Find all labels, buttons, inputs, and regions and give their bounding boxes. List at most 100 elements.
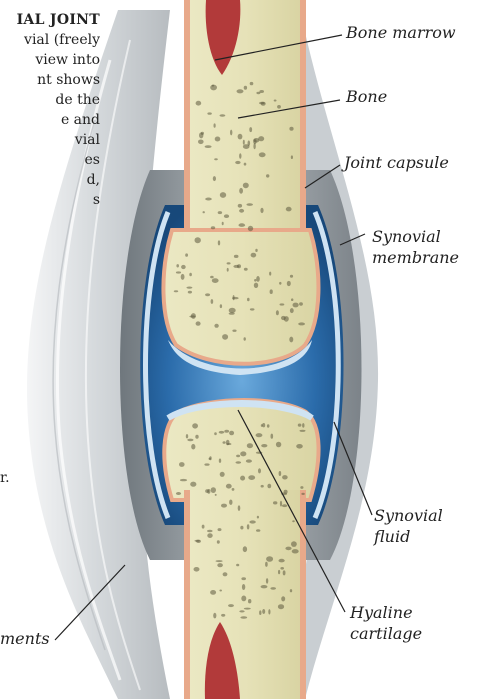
bone-pore	[202, 525, 205, 529]
bone-pore	[267, 424, 270, 427]
caption-line: vial	[0, 130, 100, 150]
bone-pore	[174, 290, 178, 292]
bone-pore	[259, 610, 261, 615]
bone-pore	[267, 484, 271, 489]
bone-pore	[205, 145, 212, 148]
caption-line: view into	[0, 50, 100, 70]
bone-pore	[194, 567, 200, 572]
bone-pore	[190, 482, 196, 487]
bone-pore	[192, 423, 198, 428]
bone-pore	[194, 540, 200, 542]
bone-pore	[300, 486, 303, 489]
bone-pore	[270, 587, 276, 590]
bone-pore	[279, 471, 282, 476]
bone-pore	[205, 293, 210, 296]
bone-pore	[241, 596, 246, 602]
bone-pore	[219, 459, 221, 463]
bone-pore	[181, 265, 186, 269]
label-joint-capsule: Joint capsule	[344, 152, 449, 173]
bone-pore	[257, 516, 259, 519]
caption-title: IAL JOINT	[0, 10, 100, 30]
bone-pore	[214, 123, 216, 127]
bone-pore	[176, 492, 181, 495]
bone-pore	[233, 295, 235, 300]
bone-pore	[196, 321, 201, 325]
bone-pore	[268, 609, 270, 614]
bone-pore	[258, 468, 261, 473]
bone-pore	[212, 85, 214, 87]
bone-pore	[219, 590, 222, 592]
bone-pore	[216, 560, 223, 562]
bone-pore	[176, 264, 179, 267]
bone-pore	[284, 490, 288, 494]
bone-pore	[211, 226, 215, 229]
bone-pore	[285, 547, 291, 551]
bone-pore	[236, 461, 242, 463]
bone-pore	[259, 102, 265, 105]
caption-line: d,	[0, 170, 100, 190]
bone-pore	[266, 578, 268, 584]
bone-pore	[261, 485, 264, 488]
bone-pore	[281, 596, 285, 601]
bone-pore	[239, 153, 241, 159]
bone-pore	[218, 211, 222, 214]
bone-pore	[248, 475, 255, 480]
bone-pore	[276, 310, 279, 315]
bone-pore	[207, 533, 212, 538]
bone-pore	[226, 484, 232, 489]
bone-pore	[237, 89, 244, 93]
bone-pore	[246, 459, 252, 462]
bone-pore	[290, 275, 293, 278]
bone-pore	[229, 312, 235, 314]
bone-pore	[243, 140, 245, 145]
bone-pore	[236, 564, 239, 567]
label-line: membrane	[372, 247, 459, 268]
bone-pore	[247, 203, 253, 206]
bone-pore	[282, 475, 288, 479]
bone-pore	[232, 330, 236, 332]
bone-pore	[266, 174, 269, 177]
bone-pore	[266, 556, 273, 562]
bone-pore	[273, 501, 277, 504]
bone-pore	[244, 86, 247, 90]
bone-pore	[287, 281, 291, 286]
label-line: Synovial	[372, 226, 459, 247]
bone-pore	[298, 424, 302, 427]
bone-pore	[217, 563, 223, 567]
bone-pore	[247, 298, 250, 302]
bone-pore	[191, 444, 195, 450]
bone-pore	[179, 462, 185, 467]
bone-pore	[290, 308, 294, 313]
bone-pore	[199, 132, 203, 138]
bone-pore	[236, 455, 240, 458]
bone-pore	[283, 570, 286, 575]
bone-pore	[253, 143, 255, 149]
bone-pore	[289, 337, 293, 343]
label-line: Synovial	[374, 505, 443, 526]
bone-pore	[214, 432, 217, 435]
bone-pore	[243, 183, 249, 189]
bone-pore	[280, 303, 285, 305]
bone-pore	[191, 313, 196, 319]
bone-pore	[211, 487, 216, 493]
bone-pore	[214, 324, 218, 328]
bone-pore	[244, 337, 246, 340]
label-line: cartilage	[350, 623, 422, 644]
bone-pore	[291, 541, 297, 547]
bone-pore	[242, 584, 245, 590]
bone-pore	[296, 444, 303, 449]
bone-pore	[205, 489, 209, 493]
bone-pore	[250, 82, 254, 85]
bone-pore	[286, 207, 292, 212]
bone-pore	[282, 504, 287, 507]
bone-pore	[251, 253, 257, 258]
bone-pore	[244, 608, 251, 610]
bone-pore	[278, 604, 284, 609]
bone-pore	[244, 268, 248, 271]
label-line: fluid	[374, 526, 443, 547]
bone-pore	[224, 214, 229, 218]
bone-pore	[256, 276, 260, 282]
caption-line: e and	[0, 110, 100, 130]
bone-pore	[235, 161, 240, 164]
bone-pore	[240, 616, 247, 618]
